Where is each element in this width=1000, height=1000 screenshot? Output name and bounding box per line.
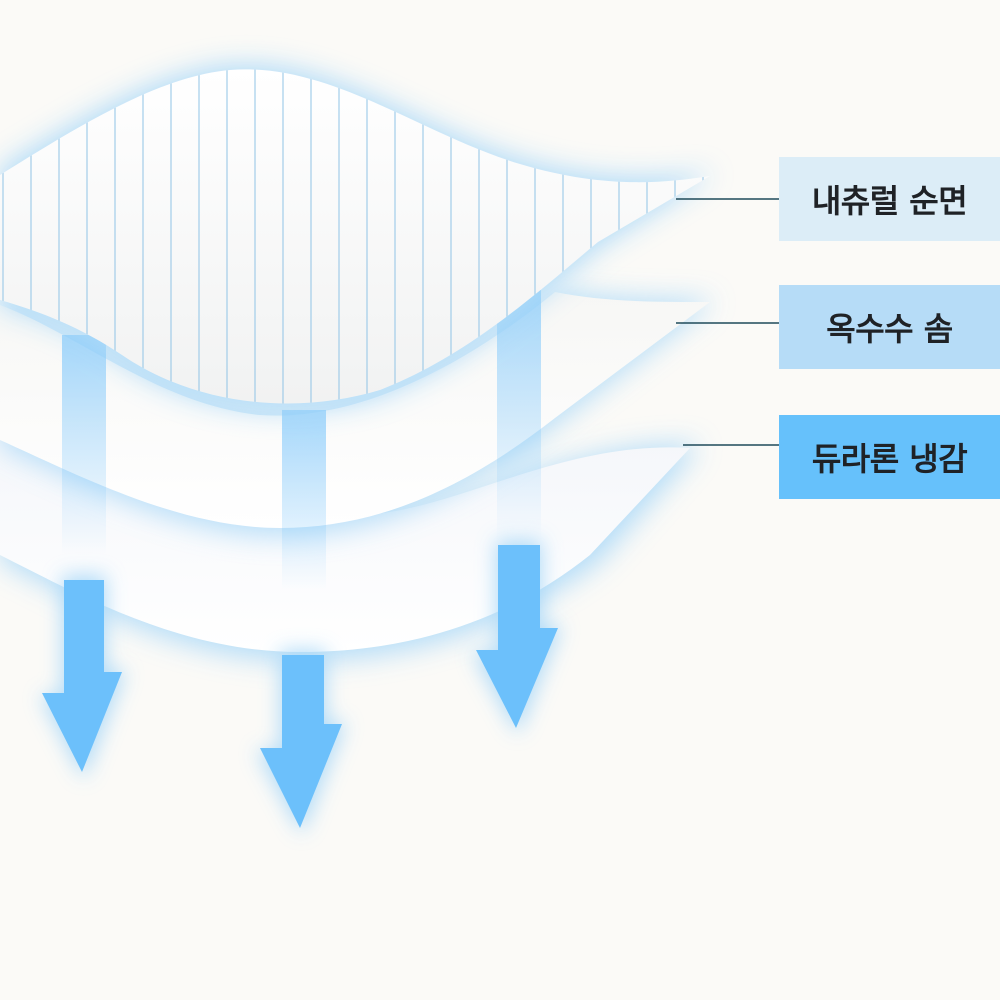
label-corn-fiber: 옥수수 솜	[779, 285, 1000, 369]
arrow-down-icon	[472, 540, 562, 735]
cooling-beams	[62, 290, 541, 590]
arrow-down-icon	[256, 650, 346, 835]
arrow-down-icon	[40, 575, 126, 780]
natural-cotton-layer	[0, 65, 715, 410]
label-duralon-cooling: 듀라론 냉감	[779, 415, 1000, 499]
label-natural-cotton: 내츄럴 순면	[779, 157, 1000, 241]
airflow-arrows	[40, 540, 562, 835]
leader-lines	[676, 198, 780, 446]
